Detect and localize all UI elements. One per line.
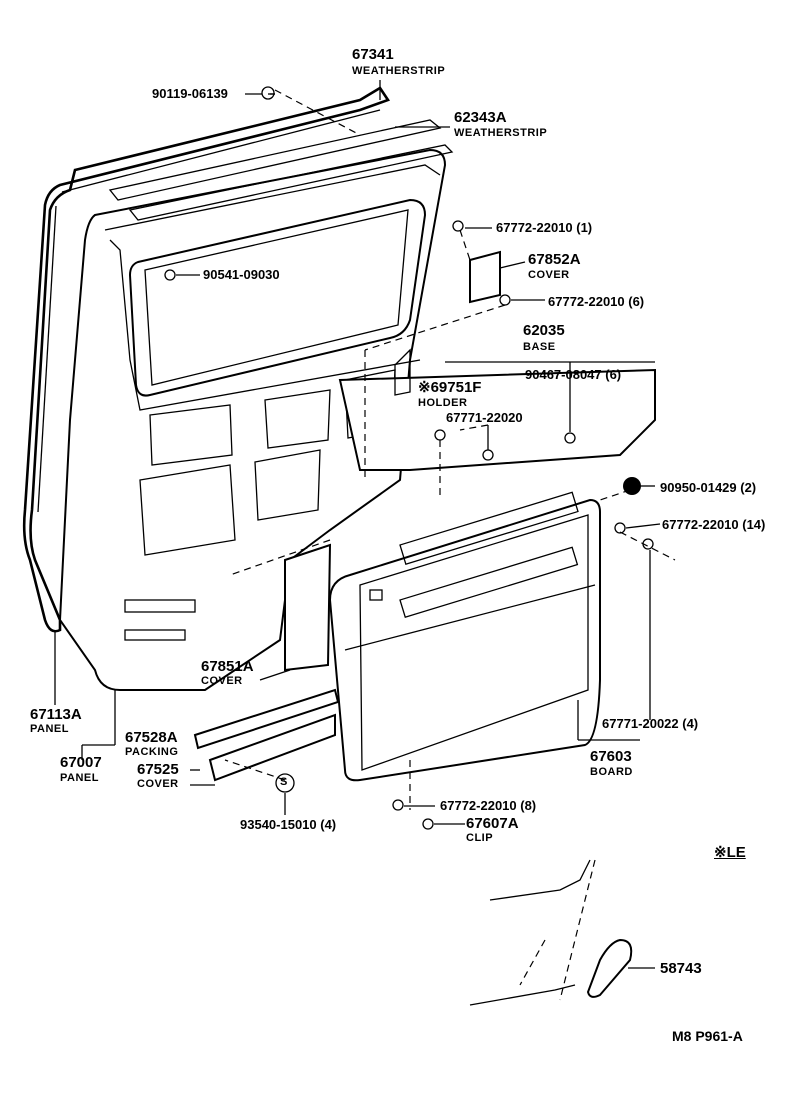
clip-67772-8 [392, 799, 404, 811]
callout-67603-name: BOARD [590, 766, 633, 778]
holder-69751F [394, 348, 411, 396]
lower-cutout-2 [254, 449, 321, 521]
clip-67607A [422, 818, 434, 830]
callout-67007-name: PANEL [60, 772, 99, 784]
board-67603 [328, 498, 601, 782]
callout-62343A-name: WEATHERSTRIP [454, 127, 548, 139]
callout-67772a-pn: 67772-22010 (1) [496, 220, 593, 235]
callout-67525-num: 67525 [137, 761, 179, 778]
cover-67851A [284, 543, 332, 672]
weatherstrip-rail-2 [128, 144, 454, 221]
callout-67007-num: 67007 [60, 754, 102, 771]
callout-67528A-name: PACKING [125, 746, 179, 758]
callout-58743-num: 58743 [660, 960, 702, 977]
callout-67772b-pn: 67772-22010 (6) [548, 294, 645, 309]
callout-67607A-name: CLIP [466, 832, 494, 844]
callout-67113A-num: 67113A [30, 706, 82, 723]
cover-67852A [469, 250, 501, 304]
legend-le: ※LE [714, 844, 746, 861]
callout-67851A-name: COVER [201, 675, 243, 687]
callout-67341-num: 67341 [352, 46, 394, 63]
screw-93540 [275, 773, 295, 793]
callout-67607A-num: 67607A [466, 815, 519, 832]
weatherstrip-rail-1 [108, 119, 442, 201]
base-62035 [338, 368, 656, 471]
garnish-58743 [586, 938, 633, 998]
window-opening [128, 198, 427, 397]
clip-67772-14 [614, 522, 626, 534]
callout-69751F-num: ※69751F [418, 379, 482, 396]
grommet-90541 [164, 269, 176, 281]
bolt-90119 [261, 86, 275, 100]
clip-67772-6 [499, 294, 511, 306]
callout-67772c-pn: 67772-22010 (14) [662, 517, 766, 532]
callout-67528A-num: 67528A [125, 729, 178, 746]
callout-67772d-pn: 67772-22010 (8) [440, 798, 537, 813]
callout-62035-num: 62035 [523, 322, 565, 339]
callout-67603-num: 67603 [590, 748, 632, 765]
callout-67113A-name: PANEL [30, 723, 69, 735]
callout-62035-name: BASE [523, 341, 556, 353]
plug-90950 [623, 477, 641, 495]
page-code: M8 P961-A [672, 1028, 743, 1044]
clip-67772-1 [452, 220, 464, 232]
callout-62343A-num: 62343A [454, 109, 507, 126]
callout-67851A-num: 67851A [201, 658, 254, 675]
callout-90467-pn: 90467-08047 (6) [525, 367, 622, 382]
callout-67341-name: WEATHERSTRIP [352, 65, 446, 77]
screw-90467 [564, 432, 576, 444]
screw-symbol-icon: S [280, 776, 288, 788]
callout-90119-pn: 90119-06139 [152, 86, 228, 101]
le-detail-door-edge [489, 859, 591, 901]
callout-93540-pn: 93540-15010 (4) [240, 817, 337, 832]
callout-67771a-pn: 67771-22020 [446, 410, 523, 425]
packing-67528A [193, 688, 340, 750]
lower-cutout-1 [139, 464, 236, 556]
callout-67852A-name: COVER [528, 269, 570, 281]
door-outer-seal [22, 86, 391, 633]
callout-69751F-name: HOLDER [418, 397, 468, 409]
callout-90950-pn: 90950-01429 (2) [660, 480, 757, 495]
callout-67771b-pn: 67771-20022 (4) [602, 716, 699, 731]
callout-67852A-num: 67852A [528, 251, 581, 268]
callout-90541-pn: 90541-09030 [203, 267, 280, 282]
callout-67525-name: COVER [137, 778, 179, 790]
cover-67525 [208, 713, 336, 782]
